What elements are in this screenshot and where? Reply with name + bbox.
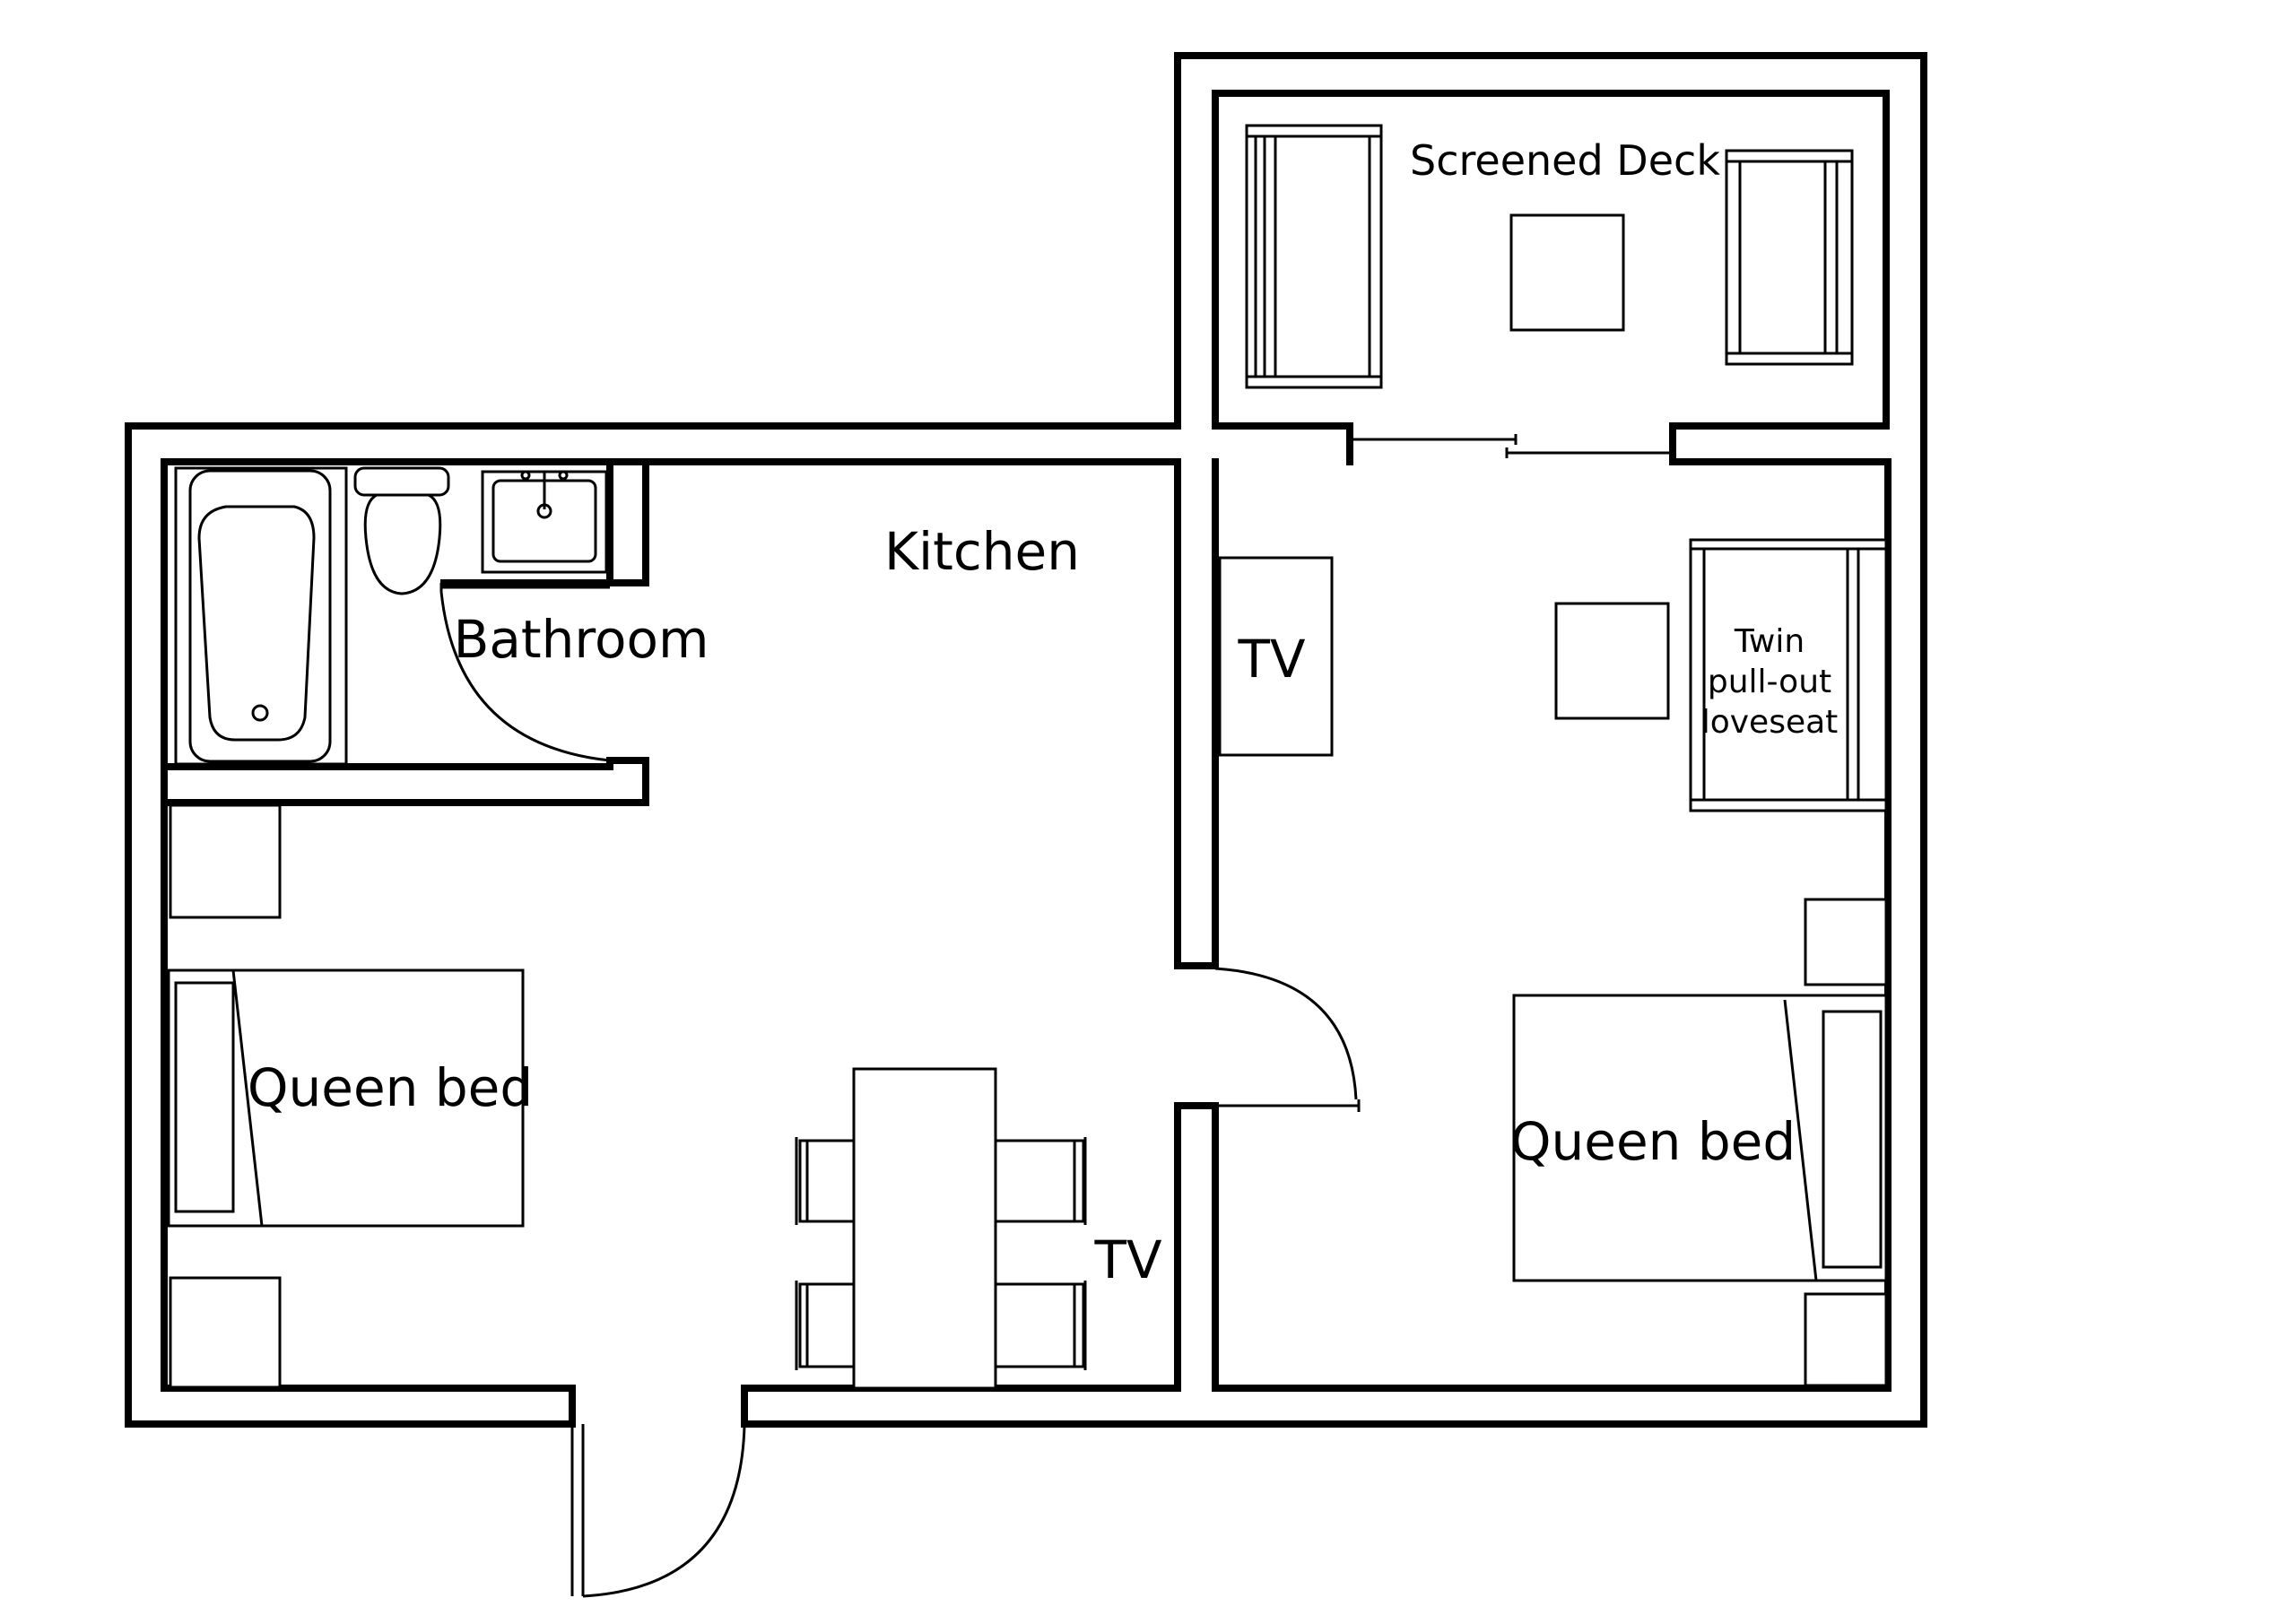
label-tv-living: TV xyxy=(1237,629,1305,690)
dining-set xyxy=(795,1067,1087,1390)
doors xyxy=(439,434,1673,1598)
nightstand xyxy=(169,1276,282,1389)
left-bedroom-furniture xyxy=(167,803,525,1389)
label-loveseat-line2: pull-out xyxy=(1708,664,1831,700)
right-room-furniture xyxy=(1218,538,1888,1387)
chair xyxy=(994,1137,1087,1225)
label-queen-bed-right: Queen bed xyxy=(1510,1111,1796,1172)
nightstand xyxy=(169,803,282,919)
pillow xyxy=(174,981,235,1213)
room-labels: Screened Deck Kitchen Bathroom TV TV Que… xyxy=(248,136,1838,1290)
label-screened-deck: Screened Deck xyxy=(1410,136,1720,185)
chair xyxy=(795,1281,856,1370)
label-loveseat-line1: Twin xyxy=(1734,623,1805,660)
dining-table xyxy=(852,1067,997,1390)
nightstand xyxy=(1804,898,1888,986)
chair xyxy=(994,1281,1087,1370)
exterior-walls xyxy=(125,52,1927,1428)
label-kitchen: Kitchen xyxy=(884,521,1080,582)
bathroom-walls xyxy=(161,458,649,806)
label-loveseat-line3: loveseat xyxy=(1701,704,1839,741)
deck-chair xyxy=(1245,124,1383,389)
tv-stand xyxy=(1218,556,1334,757)
label-bathroom: Bathroom xyxy=(454,609,709,670)
loveseat xyxy=(1689,538,1888,812)
label-queen-bed-left: Queen bed xyxy=(248,1057,533,1118)
label-tv-kitchen: TV xyxy=(1093,1229,1161,1290)
deck-table xyxy=(1509,213,1625,332)
coffee-table xyxy=(1554,602,1670,720)
pillow xyxy=(1822,1010,1883,1269)
bathroom-fixtures xyxy=(174,466,608,766)
deck-furniture xyxy=(1245,124,1854,389)
deck-chair xyxy=(1725,149,1854,366)
nightstand xyxy=(1804,1292,1888,1387)
chair xyxy=(795,1137,856,1225)
